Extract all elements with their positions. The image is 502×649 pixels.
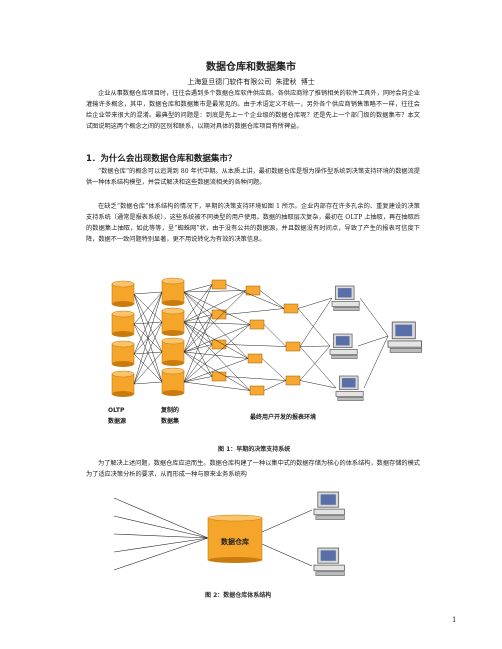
report-box xyxy=(211,371,227,382)
page-number: 1 xyxy=(452,616,457,624)
report-box xyxy=(249,319,265,330)
figure1-report-label: 最终用户开发的报表环境 xyxy=(250,414,317,421)
document-title: 数据仓库和数据集市 xyxy=(206,62,296,73)
figure1-copy-label: 复制的 数据集 xyxy=(161,405,179,427)
report-box xyxy=(283,303,299,314)
workstation-icon xyxy=(313,547,345,576)
copied-dataset-cylinder xyxy=(161,367,185,396)
copied-dataset-cylinder xyxy=(161,307,185,336)
figure1-caption: 图 1：早期的决策支持系统 xyxy=(218,446,291,453)
data-warehouse-cylinder xyxy=(207,514,263,563)
figure1-links xyxy=(133,284,389,391)
report-box xyxy=(247,353,263,364)
workstation-icon xyxy=(331,285,360,311)
oltp-source-cylinder xyxy=(111,310,135,337)
report-box xyxy=(211,309,227,320)
section1-paragraph-1: “数据仓库”的概念可以追溯到 80 年代中期。从本质上讲，最初数据仓库是想为操作… xyxy=(86,168,420,186)
oltp-source-cylinder xyxy=(111,280,135,307)
section1-paragraph-3: 为了解决上述问题，数据仓库应运而生。数据仓库构建了一种以集中式的数据存储为核心的… xyxy=(86,460,420,478)
figure1-copy-label-line1: 复制的 xyxy=(161,407,180,414)
figure2-links xyxy=(113,497,313,571)
figure-2-diagram: 数据仓库 xyxy=(113,491,345,576)
data-warehouse-label: 数据仓库 xyxy=(221,537,249,546)
section-heading: 1．为什么会出现数据仓库和数据集市？ xyxy=(86,154,237,164)
report-box xyxy=(285,341,301,352)
workstation-icon xyxy=(329,333,358,359)
figure2-caption: 图 2：数据仓库体系结构 xyxy=(205,592,272,599)
workstation-icon xyxy=(387,321,423,353)
section1-paragraph-2: 在缺乏“数据仓库”体系结构的情况下，早期的决策支持环境如图 1 所示。企业内部存… xyxy=(86,203,420,243)
figure1-copy-label-line2: 数据集 xyxy=(161,418,180,425)
report-box xyxy=(211,279,227,290)
workstation-icon xyxy=(335,375,364,401)
report-box xyxy=(285,375,301,386)
report-box xyxy=(249,385,265,396)
figure1-oltp-label: OLTP 数据源 xyxy=(108,405,126,427)
author-line: 上海复旦德门软件有限公司 朱建秋 博士 xyxy=(187,78,315,86)
figure-1-diagram xyxy=(111,277,423,401)
copied-dataset-cylinder xyxy=(161,277,185,306)
oltp-source-cylinder xyxy=(111,370,135,397)
oltp-source-cylinder xyxy=(111,340,135,367)
figure1-oltp-label-line2: 数据源 xyxy=(108,418,127,425)
copied-dataset-cylinder xyxy=(161,337,185,366)
workstation-icon xyxy=(313,491,345,520)
intro-paragraph: 企业从事数据仓库项目时，往往会遇到多个数据仓库软件供应商。各供应商除了推销相关的… xyxy=(86,90,420,130)
figure1-oltp-label-line1: OLTP xyxy=(108,407,125,414)
